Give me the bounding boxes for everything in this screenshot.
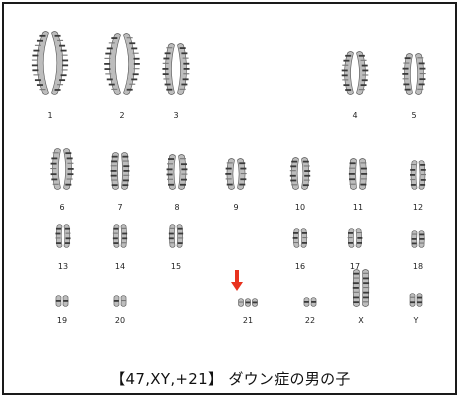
chromosome-label-15: 15 <box>171 262 181 271</box>
chromosome-label-10: 10 <box>295 203 305 212</box>
chromosome-21 <box>238 298 258 307</box>
chromosome-19 <box>55 295 69 307</box>
chromosome-label-11: 11 <box>353 203 363 212</box>
chromosome-label-21: 21 <box>243 316 253 325</box>
chromosome-label-4: 4 <box>352 111 357 120</box>
chromosome-label-12: 12 <box>413 203 423 212</box>
chromosome-10 <box>289 157 311 190</box>
chromosome-13 <box>55 224 71 248</box>
chromosome-label-17: 17 <box>350 262 360 271</box>
highlight-arrow-icon <box>231 270 243 291</box>
chromosome-label-20: 20 <box>115 316 125 325</box>
chromosome-label-2: 2 <box>119 111 124 120</box>
chromosome-8 <box>166 154 188 190</box>
chromosome-11 <box>348 158 368 190</box>
chromosome-3 <box>162 43 190 95</box>
chromosome-5 <box>402 53 426 95</box>
chromosome-label-1: 1 <box>47 111 52 120</box>
chromosome-y <box>409 293 423 307</box>
chromosome-label-x: X <box>358 316 364 325</box>
chromosome-15 <box>168 224 184 248</box>
chromosome-label-6: 6 <box>59 203 64 212</box>
caption: 【47,XY,+21】 ダウン症の男の子 <box>110 370 351 388</box>
chromosome-9 <box>225 158 247 190</box>
chromosome-12 <box>410 160 426 190</box>
chromosome-label-8: 8 <box>174 203 179 212</box>
chromosome-label-19: 19 <box>57 316 67 325</box>
chromosome-label-16: 16 <box>295 262 305 271</box>
chromosome-label-7: 7 <box>117 203 122 212</box>
chromosome-6 <box>50 148 74 190</box>
chromosome-18 <box>411 230 425 248</box>
karyotype-frame <box>2 2 457 395</box>
chromosome-1 <box>31 31 69 95</box>
chromosome-label-5: 5 <box>411 111 416 120</box>
chromosome-17 <box>347 228 363 248</box>
chromosome-4 <box>341 51 369 95</box>
chromosome-label-22: 22 <box>305 316 315 325</box>
chromosome-label-9: 9 <box>233 203 238 212</box>
chromosome-20 <box>113 295 127 307</box>
chromosome-label-18: 18 <box>413 262 423 271</box>
chromosome-22 <box>303 297 317 307</box>
chromosome-14 <box>112 224 128 248</box>
chromosome-label-13: 13 <box>58 262 68 271</box>
chromosome-label-y: Y <box>413 316 419 325</box>
chromosome-16 <box>292 228 308 248</box>
chromosome-7 <box>110 152 130 190</box>
chromosome-label-14: 14 <box>115 262 125 271</box>
chromosome-label-3: 3 <box>173 111 178 120</box>
chromosome-2 <box>104 33 140 95</box>
chromosome-x <box>352 269 370 307</box>
